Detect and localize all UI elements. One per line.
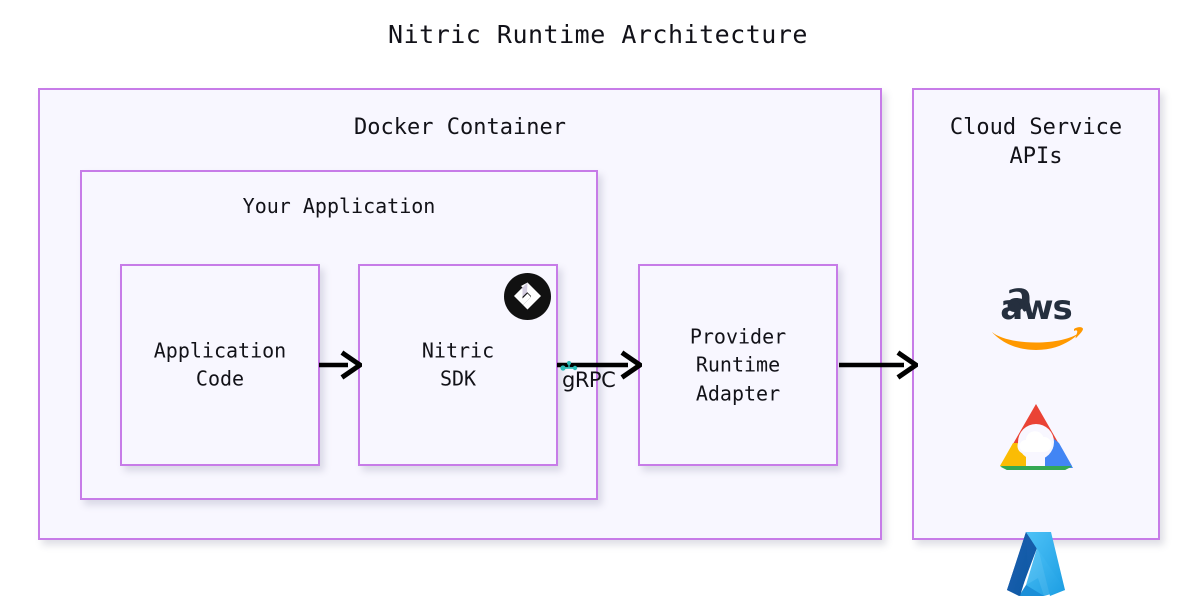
grpc-connection-label: gRPC — [562, 368, 616, 392]
aws-logo-icon: aws — [992, 288, 1083, 350]
azure-logo-icon — [1007, 532, 1065, 596]
nitric-sdk-label: Nitric SDK — [421, 338, 495, 391]
application-code-box[interactable]: Application Code — [120, 264, 320, 466]
your-application-label: Your Application — [242, 194, 436, 218]
application-code-label: Application Code — [153, 338, 287, 391]
provider-runtime-adapter-box[interactable]: Provider Runtime Adapter — [638, 264, 838, 466]
provider-runtime-adapter-label: Provider Runtime Adapter — [689, 324, 787, 406]
arrow-adapter-to-cloud-icon — [839, 350, 918, 380]
svg-text:aws: aws — [1000, 288, 1072, 328]
arrow-app-to-sdk-icon — [319, 350, 362, 380]
cloud-service-apis-label: Cloud Service APIs — [949, 115, 1123, 169]
page-title: Nitric Runtime Architecture — [388, 20, 808, 49]
docker-container-label: Docker Container — [354, 115, 566, 140]
cloud-service-apis-box[interactable]: Cloud Service APIs aws — [912, 88, 1160, 596]
grpc-logo-icon — [560, 361, 578, 371]
nitric-logo-icon — [504, 273, 551, 320]
google-cloud-logo-icon — [1000, 404, 1073, 470]
diagram-canvas: Nitric Runtime Architecture Docker Conta… — [38, 20, 1160, 596]
